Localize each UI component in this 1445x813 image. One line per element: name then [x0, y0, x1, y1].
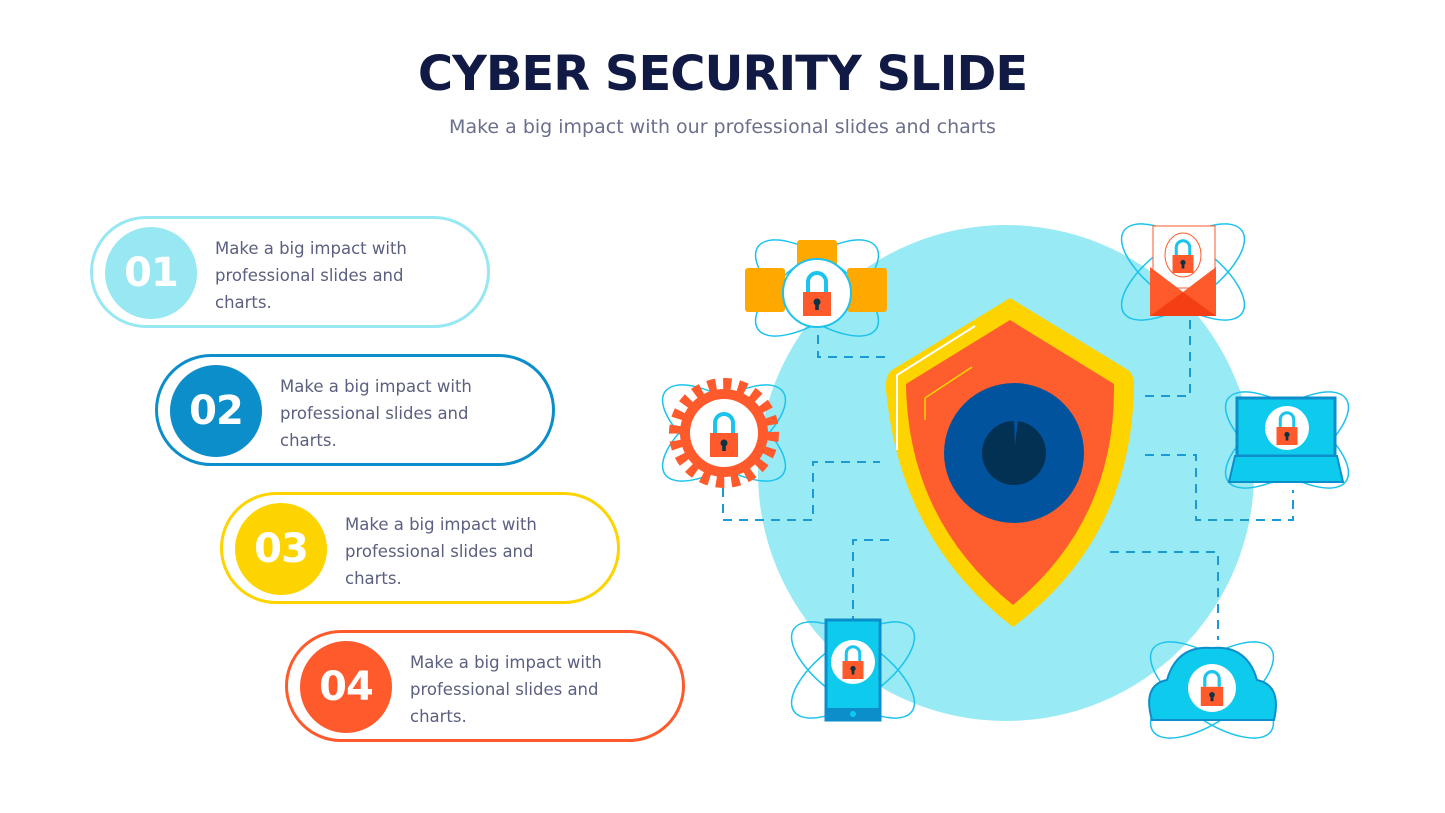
list-item-04: 04 Make a big impact with professional s…: [285, 630, 685, 742]
item-text: Make a big impact with professional slid…: [280, 377, 472, 450]
email-lock-icon: [1106, 205, 1260, 339]
phone-lock-icon: [776, 603, 930, 737]
laptop-lock-icon: [1210, 373, 1364, 507]
item-text: Make a big impact with professional slid…: [345, 515, 537, 588]
list-item-01: 01 Make a big impact with professional s…: [90, 216, 490, 328]
number-badge: 04: [300, 641, 392, 733]
shield-icon: [885, 298, 1135, 627]
number-badge: 02: [170, 365, 262, 457]
database-lock-icon: [740, 221, 894, 355]
item-text: Make a big impact with professional slid…: [215, 239, 407, 312]
item-text: Make a big impact with professional slid…: [410, 653, 602, 726]
connector-lines: [722, 320, 1294, 640]
gear-lock-icon: [647, 366, 801, 500]
number-badge: 01: [105, 227, 197, 319]
list-item-02: 02 Make a big impact with professional s…: [155, 354, 555, 466]
list-item-03: 03 Make a big impact with professional s…: [220, 492, 620, 604]
cloud-lock-icon: [1135, 623, 1289, 757]
page-subtitle: Make a big impact with our professional …: [449, 116, 996, 138]
page-title: CYBER SECURITY SLIDE: [417, 46, 1028, 102]
number-badge: 03: [235, 503, 327, 595]
